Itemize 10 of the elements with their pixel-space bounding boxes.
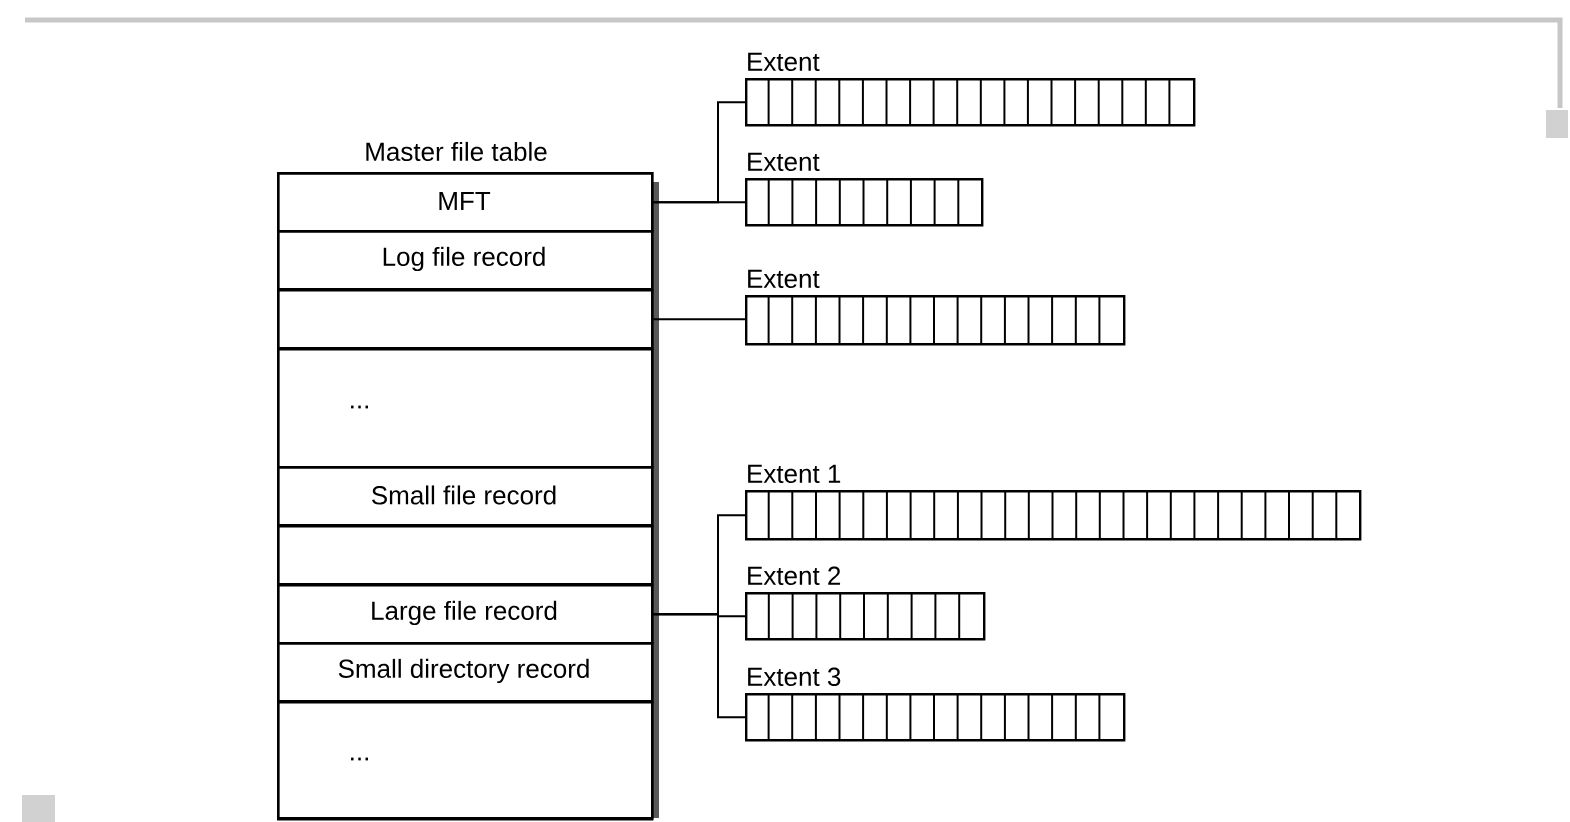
extent-label: Extent bbox=[748, 269, 820, 288]
extent-label: Extent 1 bbox=[748, 464, 841, 483]
extent-label: Extent 2 bbox=[748, 566, 841, 585]
connector-line bbox=[652, 201, 746, 204]
connector-line bbox=[652, 613, 746, 719]
extent-label: Extent 3 bbox=[748, 667, 841, 686]
extent-label: Extent bbox=[748, 52, 820, 71]
connector-line bbox=[652, 318, 746, 321]
table-title: Master file table bbox=[366, 141, 547, 161]
extent-label: Extent bbox=[748, 152, 820, 171]
